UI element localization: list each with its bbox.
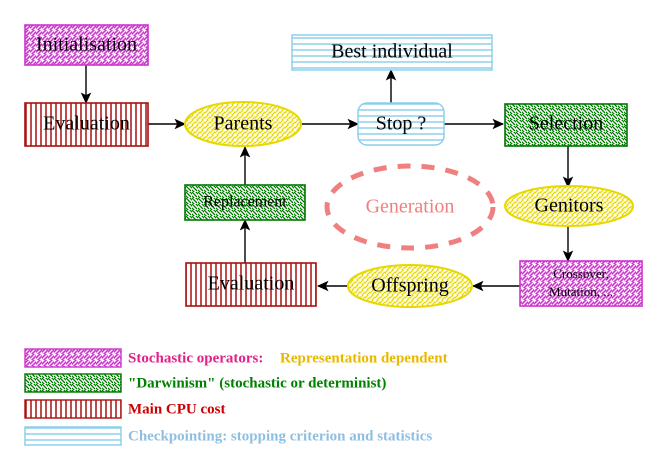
node-stop[interactable]: Stop ?: [357, 102, 445, 146]
node-generation-label: Generation: [366, 196, 455, 218]
legend-row-checkpointing: Checkpointing: stopping criterion and st…: [24, 426, 432, 446]
legend-row-stochastic-operators: Stochastic operators: Representation dep…: [24, 348, 448, 368]
node-evaluation-top-label: Evaluation: [43, 113, 130, 135]
node-initialisation[interactable]: Initialisation: [24, 24, 149, 66]
node-initialisation-label: Initialisation: [36, 34, 137, 56]
node-stop-label: Stop ?: [376, 113, 427, 135]
node-parents-label: Parents: [214, 113, 273, 135]
node-evaluation-bottom[interactable]: Evaluation: [185, 262, 317, 307]
legend-swatch-darwinism: [24, 373, 122, 393]
node-crossover-label-line1: Crossover,: [553, 266, 608, 281]
legend-swatch-checkpointing: [24, 426, 122, 446]
legend-label-representation-dependent: Representation dependent: [280, 350, 448, 366]
node-genitors[interactable]: Genitors: [504, 185, 634, 227]
legend-swatch-main-cpu-cost: [24, 399, 122, 419]
node-replacement[interactable]: Replacement: [184, 184, 306, 221]
node-evaluation-top[interactable]: Evaluation: [24, 102, 149, 147]
legend-label-darwinism: "Darwinism" (stochastic or determinist): [128, 375, 386, 391]
legend: Stochastic operators: Representation dep…: [24, 348, 448, 446]
legend-row-darwinism: "Darwinism" (stochastic or determinist): [24, 373, 386, 393]
node-evaluation-bottom-label: Evaluation: [208, 273, 295, 295]
node-best-individual-label: Best individual: [331, 41, 453, 63]
node-best-individual[interactable]: Best individual: [291, 34, 493, 71]
legend-swatch-stochastic-operators: [24, 348, 122, 368]
node-offspring[interactable]: Offspring: [347, 264, 473, 308]
node-crossover-label-line2: Mutation, ...: [549, 284, 613, 299]
node-offspring-label: Offspring: [371, 275, 448, 297]
node-selection[interactable]: Selection: [504, 103, 628, 147]
node-genitors-label: Genitors: [535, 195, 604, 217]
node-generation-annotation: Generation: [324, 163, 496, 251]
legend-label-main-cpu-cost: Main CPU cost: [128, 401, 226, 417]
node-selection-label: Selection: [529, 113, 603, 135]
legend-label-checkpointing: Checkpointing: stopping criterion and st…: [128, 428, 432, 444]
legend-label-stochastic-operators: Stochastic operators:: [128, 350, 263, 366]
node-parents[interactable]: Parents: [184, 101, 302, 147]
edge-layer: [80, 65, 574, 292]
node-replacement-label: Replacement: [203, 194, 287, 211]
node-crossover-mutation[interactable]: Crossover, Mutation, ...: [519, 260, 643, 307]
legend-row-main-cpu-cost: Main CPU cost: [24, 399, 226, 419]
